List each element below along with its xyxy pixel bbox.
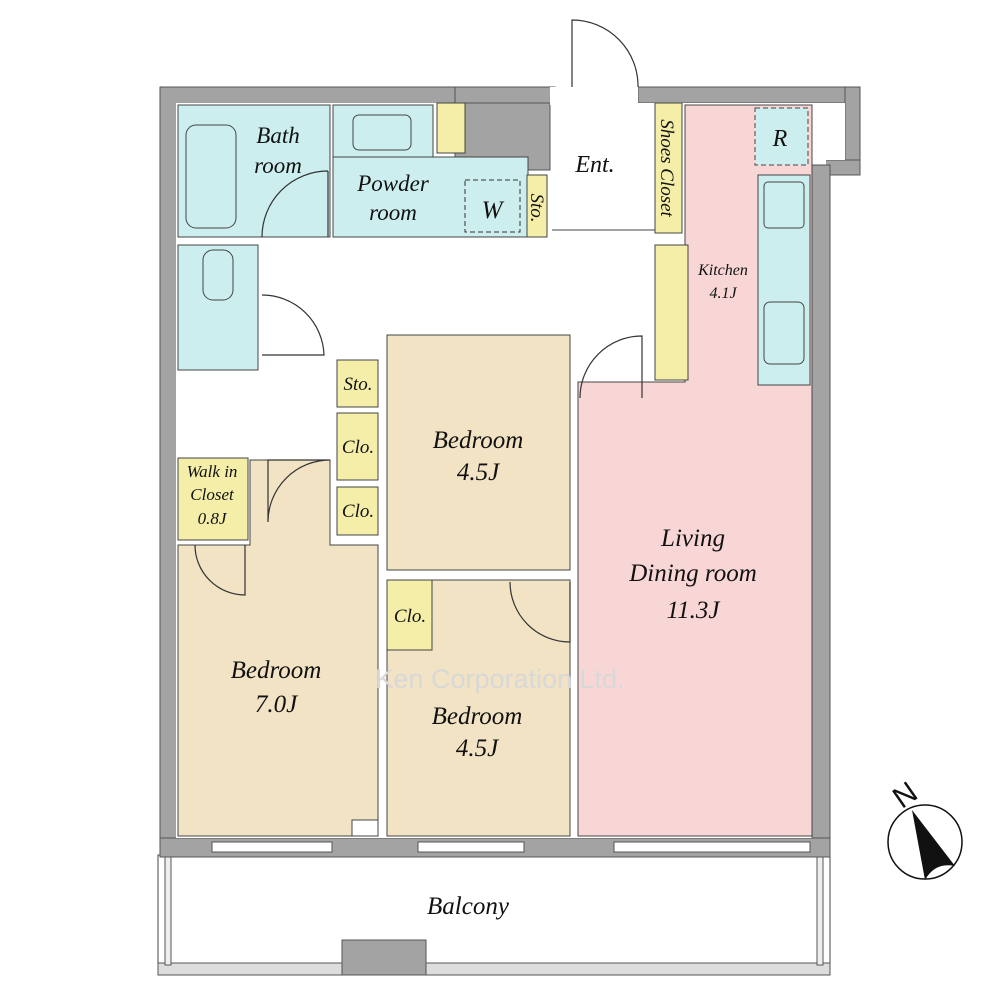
svg-text:room: room bbox=[369, 200, 417, 225]
washer-area bbox=[464, 179, 521, 233]
svg-text:Clo.: Clo. bbox=[342, 437, 374, 458]
svg-text:4.5J: 4.5J bbox=[457, 459, 501, 486]
svg-text:Bedroom: Bedroom bbox=[231, 657, 322, 684]
door-icon bbox=[261, 294, 325, 356]
bedroom-bottom: Bedroom 4.5J bbox=[386, 579, 571, 837]
svg-text:Sto.: Sto. bbox=[526, 193, 547, 222]
bathtub-icon bbox=[185, 124, 237, 229]
svg-text:W: W bbox=[482, 197, 505, 224]
kitchen-sink-icon bbox=[763, 301, 805, 365]
balcony: Balcony bbox=[157, 854, 831, 976]
entrance-door-icon bbox=[571, 19, 639, 88]
closet-3: Clo. bbox=[386, 579, 433, 651]
svg-text:4.1J: 4.1J bbox=[709, 285, 737, 302]
door-icon bbox=[261, 170, 329, 238]
svg-text:0.8J: 0.8J bbox=[198, 509, 228, 528]
svg-text:room: room bbox=[254, 153, 302, 178]
svg-text:Bedroom: Bedroom bbox=[433, 427, 524, 454]
north-arrow-icon bbox=[912, 810, 955, 880]
stove-icon bbox=[763, 181, 805, 229]
watermark: Ken Corporation Ltd. bbox=[375, 664, 624, 694]
closet-2: Clo. bbox=[336, 486, 379, 536]
toilet bbox=[177, 244, 325, 371]
svg-text:Walk in: Walk in bbox=[187, 462, 238, 481]
svg-text:Closet: Closet bbox=[190, 485, 235, 504]
closet-1: Clo. bbox=[336, 412, 379, 481]
svg-text:Sto.: Sto. bbox=[343, 374, 372, 395]
svg-text:Living: Living bbox=[660, 525, 725, 552]
svg-text:Ent.: Ent. bbox=[574, 152, 614, 178]
windows bbox=[211, 841, 811, 853]
balcony-label: Balcony bbox=[427, 893, 510, 920]
svg-text:Dining room: Dining room bbox=[628, 560, 757, 587]
sink-icon bbox=[352, 114, 412, 151]
kitchen-storage bbox=[654, 244, 689, 381]
bath-room: Bath room bbox=[177, 104, 331, 238]
svg-text:Clo.: Clo. bbox=[394, 606, 426, 627]
storage-hall: Sto. bbox=[336, 359, 379, 408]
living-dining-kitchen: R Kitchen 4.1J Living Dining room 11.3J bbox=[577, 104, 813, 837]
pipe-space bbox=[351, 819, 379, 837]
svg-text:Clo.: Clo. bbox=[342, 501, 374, 522]
walk-in-closet: Walk in Closet 0.8J bbox=[177, 457, 249, 541]
svg-text:7.0J: 7.0J bbox=[255, 691, 299, 718]
refrigerator-label: R bbox=[772, 126, 788, 152]
svg-text:Shoes Closet: Shoes Closet bbox=[656, 119, 677, 217]
svg-text:Bath: Bath bbox=[256, 123, 299, 148]
bedroom-top: Bedroom 4.5J bbox=[386, 334, 571, 571]
svg-text:4.5J: 4.5J bbox=[456, 735, 500, 762]
door-icon bbox=[194, 544, 246, 596]
door-icon bbox=[509, 581, 571, 643]
storage-small bbox=[436, 102, 466, 154]
shoes-closet: Shoes Closet bbox=[654, 102, 683, 234]
svg-text:Kitchen: Kitchen bbox=[697, 262, 748, 279]
svg-text:Bedroom: Bedroom bbox=[432, 703, 523, 730]
door-icon bbox=[267, 459, 331, 523]
svg-text:11.3J: 11.3J bbox=[667, 597, 722, 624]
entrance: Ent. bbox=[552, 19, 655, 231]
door-icon bbox=[579, 335, 643, 399]
storage-top: Sto. bbox=[526, 174, 548, 238]
bedroom-main: Bedroom 7.0J bbox=[177, 459, 379, 837]
svg-text:Powder: Powder bbox=[356, 171, 430, 196]
compass: N bbox=[887, 776, 963, 880]
toilet-icon bbox=[202, 249, 234, 301]
